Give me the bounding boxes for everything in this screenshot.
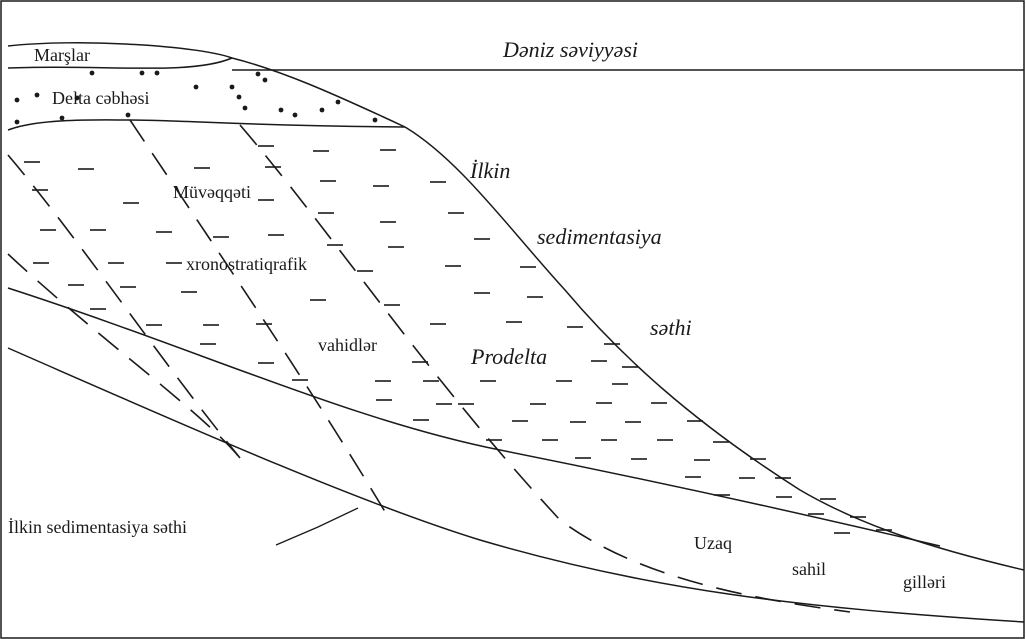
- label-leader-line: [276, 508, 358, 545]
- initial-label: İlkin: [469, 158, 510, 183]
- delta-front-base-surface: [8, 120, 405, 130]
- sedimentation-label: sedimentasiya: [537, 224, 662, 249]
- marshes-label: Marşlar: [34, 45, 90, 65]
- temporary-label: Müvəqqəti: [173, 182, 251, 202]
- prodelta-label: Prodelta: [470, 344, 547, 369]
- delta-front-top-surface: [232, 58, 405, 127]
- chrono-line-2: [130, 120, 390, 520]
- initial-surface-label: İlkin sedimentasiya səthi: [8, 517, 187, 537]
- middle-boundary-surface: [8, 288, 940, 546]
- delta-front-label: Delta cəbhəsi: [52, 88, 149, 108]
- surface-label: səthi: [650, 315, 692, 340]
- chrono-line-4: [8, 254, 240, 458]
- shore-label: sahil: [792, 559, 826, 579]
- sea-level-label: Dəniz səviyyəsi: [502, 37, 638, 62]
- distant-label: Uzaq: [694, 533, 732, 553]
- initial-sedimentation-surface-line: [8, 348, 1024, 622]
- clays-label: gilləri: [903, 572, 946, 592]
- units-label: vahidlər: [318, 335, 377, 355]
- chronostratigraphic-label: xronostratiqrafik: [186, 254, 307, 274]
